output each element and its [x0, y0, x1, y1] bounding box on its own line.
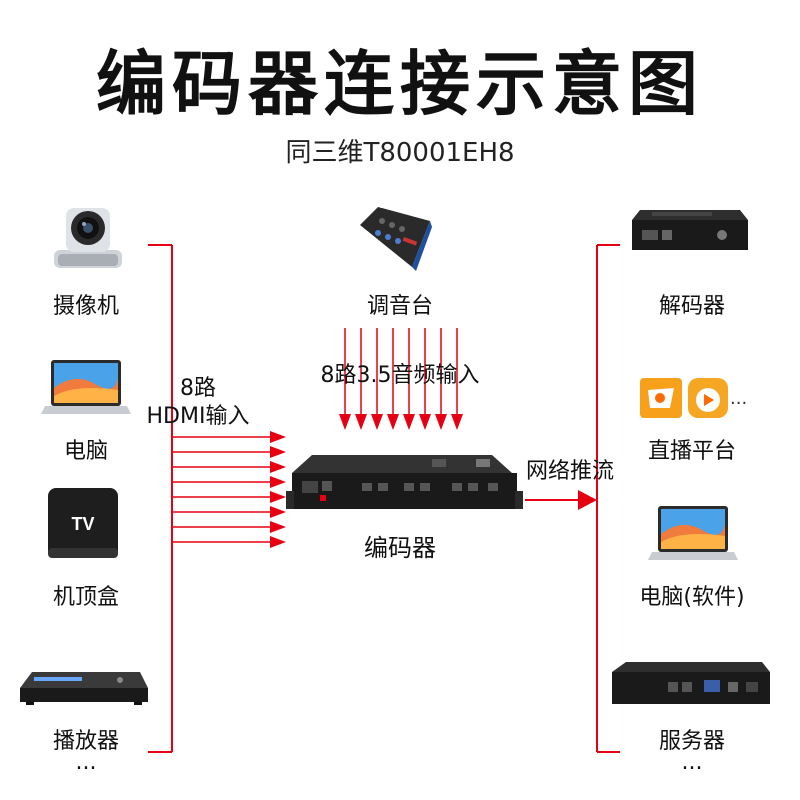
hdmi-count-label: 8路	[180, 376, 216, 401]
audio-arrows	[339, 328, 463, 430]
audio-arrowhead	[403, 414, 415, 430]
tv-box-text: TV	[71, 514, 94, 534]
output-label-computer-software: 电脑(软件)	[639, 585, 745, 610]
input-label-camera: 摄像机	[52, 294, 120, 319]
input-label-set-top-box: 机顶盒	[52, 585, 120, 610]
audio-arrowhead	[451, 414, 463, 430]
audio-input-label: 8路3.5音频输入	[320, 363, 480, 388]
right-bracket	[596, 244, 620, 753]
output-label-decoder: 解码器	[658, 294, 726, 319]
hdmi-arrowhead	[270, 506, 286, 518]
dvd-player-icon	[20, 672, 148, 705]
encoder-label: 编码器	[364, 534, 436, 562]
live-platform-more: ...	[730, 388, 747, 409]
laptop-icon	[648, 506, 738, 560]
page-subtitle: 同三维T80001EH8	[285, 138, 515, 168]
server-icon	[612, 662, 770, 704]
left-bracket	[148, 244, 173, 753]
stream-label: 网络推流	[525, 459, 615, 484]
hdmi-arrowhead	[270, 521, 286, 533]
hdmi-arrows	[172, 431, 286, 548]
tv-box-icon: TV	[48, 488, 118, 558]
audio-arrowhead	[339, 414, 351, 430]
hdmi-arrowhead	[270, 461, 286, 473]
live-platform-icon	[640, 378, 728, 418]
laptop-icon	[41, 360, 131, 414]
mixer-label: 调音台	[366, 294, 434, 319]
audio-arrowhead	[419, 414, 431, 430]
hdmi-arrowhead	[270, 431, 286, 443]
page-title: 编码器连接示意图	[96, 43, 704, 125]
input-more: ...	[75, 750, 97, 775]
output-label-server: 服务器	[658, 729, 726, 754]
input-label-player: 播放器	[52, 729, 120, 754]
output-more: ...	[681, 750, 703, 775]
audio-arrowhead	[435, 414, 447, 430]
encoder-device-icon	[286, 455, 523, 509]
decoder-icon	[632, 210, 748, 250]
hdmi-arrowhead	[270, 446, 286, 458]
audio-arrowhead	[355, 414, 367, 430]
input-label-computer: 电脑	[63, 439, 109, 464]
hdmi-arrowhead	[270, 536, 286, 548]
camera-icon	[54, 208, 122, 268]
audio-arrowhead	[387, 414, 399, 430]
hdmi-arrowhead	[270, 491, 286, 503]
hdmi-input-label: HDMI输入	[146, 404, 250, 429]
stream-arrowhead	[578, 490, 597, 510]
output-label-live-platform: 直播平台	[647, 439, 737, 464]
hdmi-arrowhead	[270, 476, 286, 488]
audio-arrowhead	[371, 414, 383, 430]
audio-mixer-icon	[360, 207, 432, 271]
